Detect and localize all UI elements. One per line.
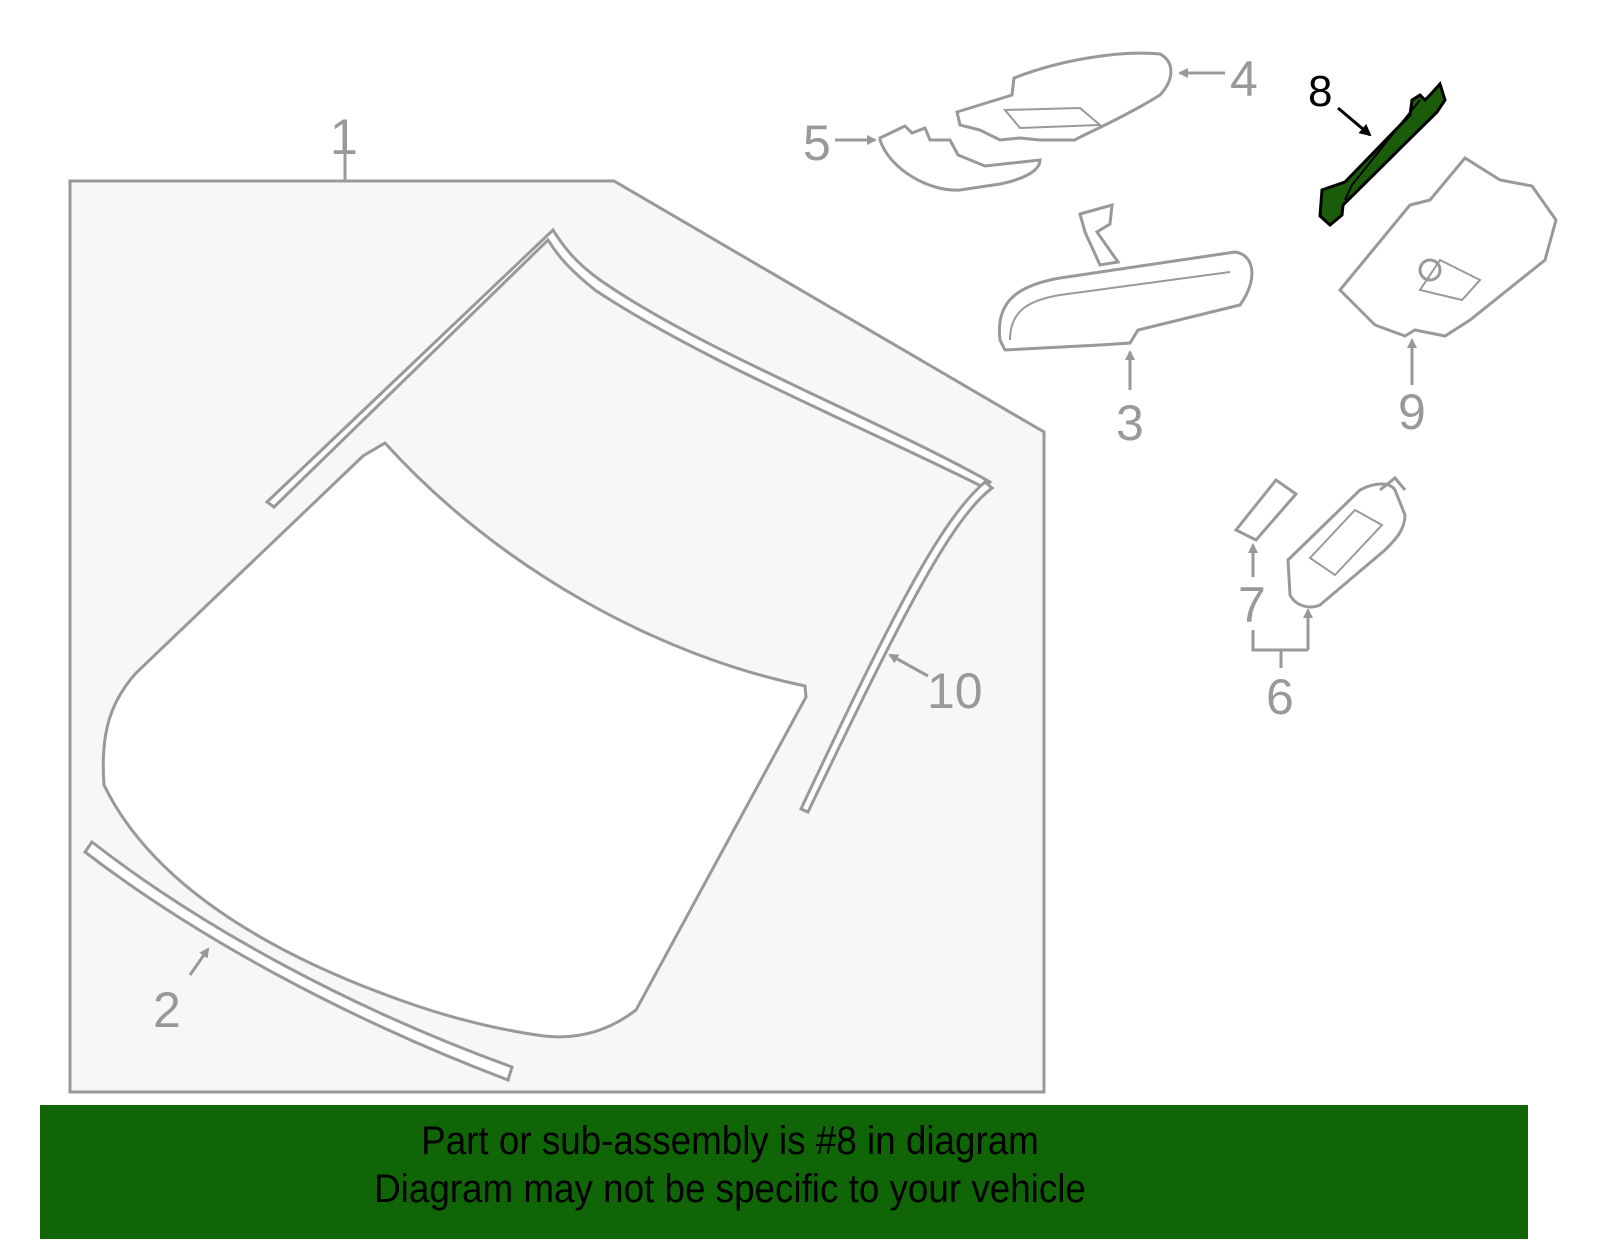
notice-banner: Part or sub-assembly is #8 in diagram Di… <box>40 1105 1528 1239</box>
rear-view-mirror-part-3[interactable] <box>997 202 1254 390</box>
callout-8-highlighted: 8 <box>1308 67 1333 116</box>
mirror-cover-upper-part-4[interactable] <box>955 51 1225 142</box>
lower-moulding-part-2[interactable] <box>82 839 514 1082</box>
side-moulding-part-10[interactable] <box>798 480 995 814</box>
bracket-part-8-highlighted[interactable] <box>1318 81 1447 227</box>
banner-part-notice: Part or sub-assembly is #8 in diagram <box>421 1119 1039 1163</box>
callout-3: 3 <box>1116 395 1144 451</box>
callout-1: 1 <box>330 109 358 165</box>
sensor-assembly-part-6[interactable] <box>1251 475 1407 668</box>
callout-5: 5 <box>803 115 831 171</box>
mount-bracket-part-9[interactable] <box>1337 156 1558 385</box>
callout-9: 9 <box>1398 384 1426 440</box>
callout-2: 2 <box>153 982 181 1038</box>
pad-part-7[interactable] <box>1233 477 1299 577</box>
callout-10: 10 <box>927 663 983 719</box>
parts-diagram: 1 2 3 4 5 6 7 8 9 10 <box>68 51 1558 1094</box>
callout-7: 7 <box>1238 577 1266 633</box>
callout-4: 4 <box>1230 51 1258 107</box>
mirror-cover-lower-part-5[interactable] <box>835 124 1042 192</box>
diagram-canvas <box>68 51 1558 1094</box>
windshield-assembly-part-1[interactable] <box>68 138 1046 1094</box>
callout-6: 6 <box>1266 669 1294 725</box>
banner-disclaimer: Diagram may not be specific to your vehi… <box>374 1167 1086 1211</box>
